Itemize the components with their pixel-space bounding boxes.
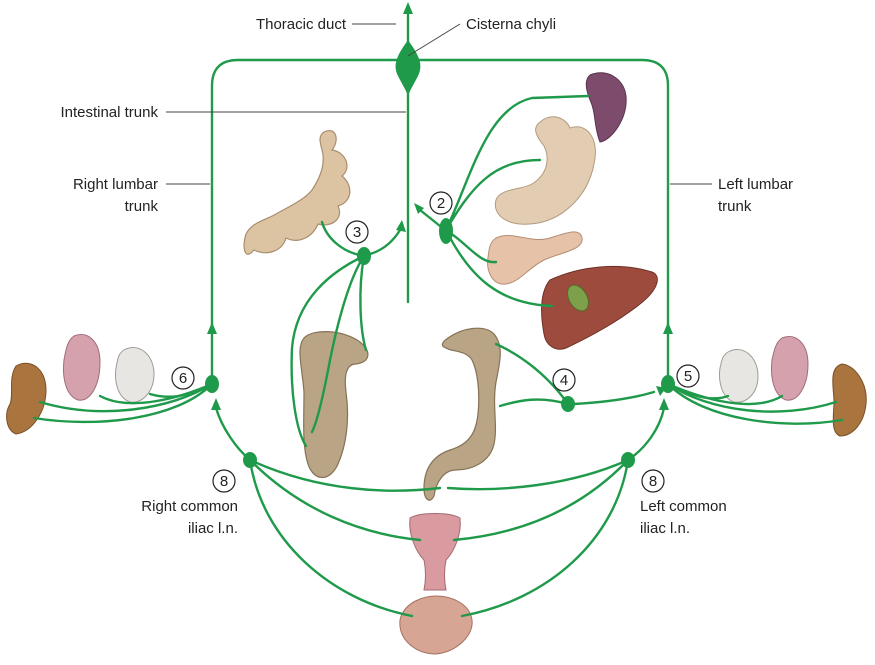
right-common-iliac-node (243, 452, 257, 468)
left-common-iliac-node (621, 452, 635, 468)
marker-6: 6 (171, 366, 195, 390)
descending-colon-illustration (423, 327, 501, 501)
liver-illustration (541, 265, 658, 350)
marker-2: 2 (429, 191, 453, 215)
node3-to-trunk (368, 228, 402, 256)
marker-5: 5 (676, 364, 700, 388)
left-ovary-illustration (771, 336, 809, 401)
marker-3: 3 (345, 220, 369, 244)
left-iliac-to-lumbar (626, 406, 666, 462)
right-iliac-label-line2: iliac l.n. (188, 520, 238, 537)
left-lumbar-label-line1: Left lumbar (718, 176, 793, 193)
node2-liver-branch (444, 228, 554, 308)
marker-8-left-number: 8 (649, 473, 657, 490)
left-iliac-arrowhead (659, 398, 669, 410)
node-3-lymph-node (357, 247, 371, 265)
node3-colon-branch-3 (359, 254, 368, 352)
left-iliac-uterus-branch (452, 458, 630, 542)
left-lumbar-label-line2: trunk (718, 198, 752, 215)
marker-8-right: 8 (212, 469, 236, 493)
right-testis-illustration (115, 347, 155, 403)
thoracic-duct-label: Thoracic duct (256, 16, 347, 33)
node2-stomach-branch (444, 158, 542, 232)
node2-spleen-branch (444, 94, 590, 232)
left-lumbar-arrowhead (663, 322, 673, 334)
bladder-illustration (399, 595, 473, 655)
right-iliac-label-line1: Right common (141, 498, 238, 515)
right-iliac-arrowhead (211, 398, 221, 410)
thoracic-duct-arrowhead (403, 2, 413, 14)
node2-to-trunk (418, 208, 442, 228)
right-lumbar-trunk-path (210, 58, 406, 378)
node5-ovary-branch (666, 382, 784, 406)
marker-8-right-circle (212, 469, 236, 493)
marker-3-circle (345, 220, 369, 244)
node5-kidney-branch (666, 382, 838, 413)
node5-lower-branch (666, 382, 844, 425)
left-iliac-label-line2: iliac l.n. (640, 520, 690, 537)
marker-8-right-number: 8 (220, 473, 228, 490)
small-intestine-illustration (243, 130, 351, 255)
intestinal-trunk-label: Intestinal trunk (60, 104, 158, 121)
marker-6-circle (171, 366, 195, 390)
right-kidney-illustration (6, 362, 47, 435)
node4-colon-branch-2 (498, 398, 570, 408)
marker-2-circle (429, 191, 453, 215)
pancreas-illustration (487, 231, 583, 285)
marker-8-left: 8 (641, 469, 665, 493)
right-iliac-bladder-branch (248, 458, 414, 618)
leader-lines (166, 23, 712, 185)
gallbladder-illustration (567, 284, 589, 312)
node3-arrowhead (396, 220, 406, 232)
organ-illustrations (6, 72, 867, 655)
uterus-illustration (409, 513, 461, 591)
right-iliac-uterus-branch (248, 458, 422, 542)
marker-8-left-circle (641, 469, 665, 493)
node-5-lymph-node (661, 375, 675, 393)
marker-4-circle (552, 368, 576, 392)
marker-3-number: 3 (353, 224, 361, 241)
left-testis-illustration (719, 349, 759, 403)
lymphatic-pathways (32, 2, 844, 618)
right-lumbar-label-line1: Right lumbar (73, 176, 158, 193)
right-iliac-to-lumbar (214, 406, 252, 462)
ascending-colon-illustration (299, 331, 369, 479)
node-number-markers: 2 3 4 5 6 8 8 (171, 191, 700, 493)
node-6-lymph-node (205, 375, 219, 393)
marker-4-number: 4 (560, 372, 568, 389)
right-iliac-colon-branch (248, 458, 442, 492)
right-lumbar-label-line2: trunk (125, 198, 159, 215)
marker-2-number: 2 (437, 195, 445, 212)
node3-colon-branch-2 (310, 254, 366, 434)
cisterna-chyli-node (395, 40, 421, 96)
node-2-lymph-node (439, 218, 453, 244)
left-iliac-colon-branch (446, 458, 630, 491)
right-ovary-illustration (63, 334, 101, 401)
node2-arrowhead (414, 203, 424, 214)
marker-4: 4 (552, 368, 576, 392)
cisterna-chyli-leader (407, 23, 461, 57)
node3-colon-branch-1 (290, 254, 366, 448)
marker-6-number: 6 (179, 370, 187, 387)
node4-to-node5 (572, 390, 656, 406)
left-iliac-label-line1: Left common (640, 498, 727, 515)
spleen-illustration (585, 72, 627, 143)
node6-lower-branch (32, 382, 214, 424)
cisterna-chyli-label: Cisterna chyli (466, 16, 556, 33)
text-labels: Thoracic duct Cisterna chyli Intestinal … (60, 16, 793, 537)
left-iliac-bladder-branch (460, 458, 630, 618)
marker-5-circle (676, 364, 700, 388)
marker-5-number: 5 (684, 368, 692, 385)
left-lumbar-trunk-path (410, 58, 670, 378)
stomach-illustration (494, 116, 596, 225)
right-lumbar-arrowhead (207, 322, 217, 334)
left-kidney-illustration (832, 363, 867, 437)
node4-colon-branch-1 (494, 342, 570, 406)
node-4-lymph-node (561, 396, 575, 412)
